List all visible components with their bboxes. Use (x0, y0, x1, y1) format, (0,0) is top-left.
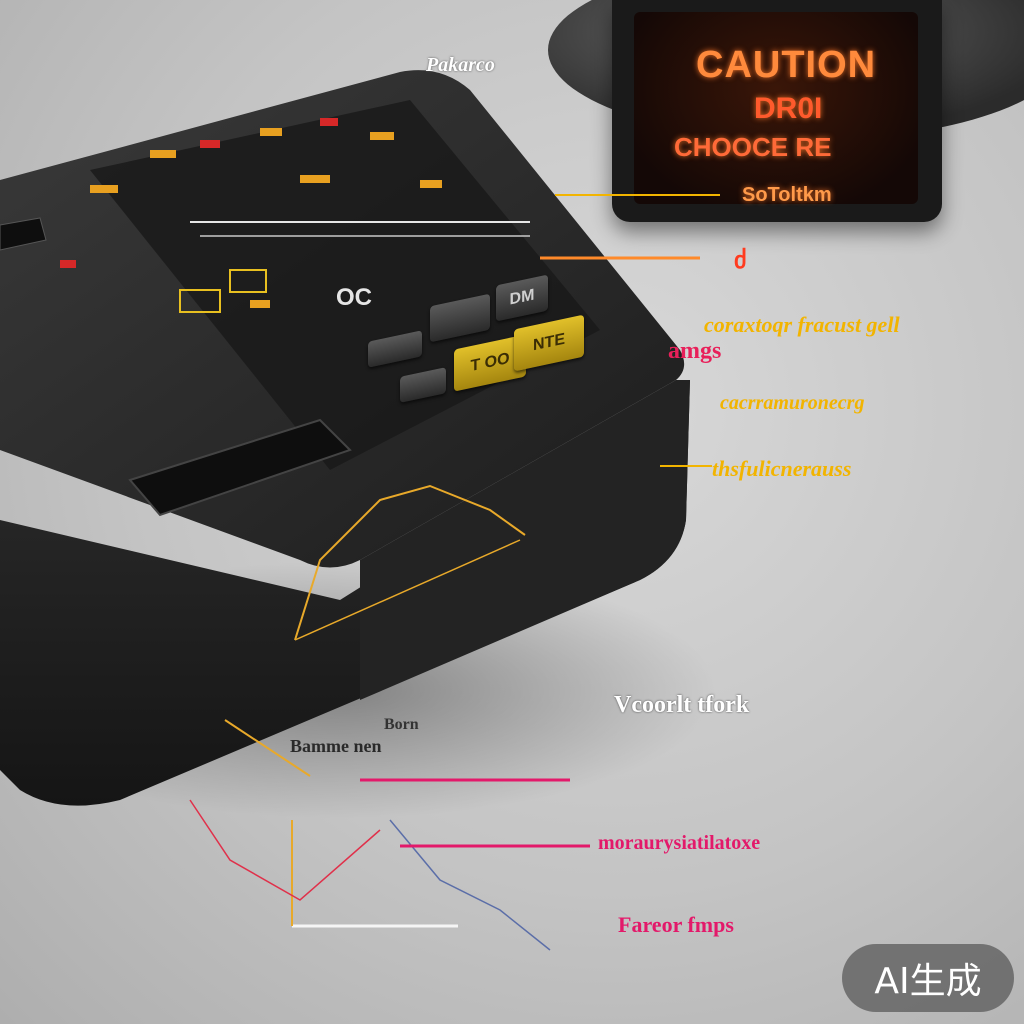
panel-leds (60, 118, 442, 313)
annotation-pink-1: moraurysiatilatoxe (598, 832, 761, 854)
annotation-pink-2: Fareor fmps (618, 912, 734, 937)
annotation-orange-mark: ძ (734, 248, 747, 274)
lower-display (128, 418, 352, 517)
annotation-yellow-1: coraxtoqr fracust gell (704, 312, 900, 337)
annotation-born: Born (384, 716, 419, 733)
annotation-yellow-2: cacrramuronecrg (720, 392, 865, 414)
left-display (0, 217, 47, 251)
monitor-line-3: CHOOCE RE (674, 132, 832, 162)
annotation-line-yellow-bottom (294, 539, 521, 641)
annotation-amgs: amgs (668, 338, 722, 364)
annotation-curve-yellow (294, 484, 526, 641)
annotation-bamm: Bamme nen (290, 736, 382, 756)
monitor-footer: SoToltkm (742, 184, 832, 206)
monitor-line-2: DR0I (754, 92, 823, 125)
annotation-line-leader (224, 719, 311, 777)
annotation-white: Vcoorlt tfork (614, 692, 750, 718)
annotation-curve-red (189, 799, 381, 901)
annotation-yellow-3: thsfulicnerauss (712, 456, 852, 481)
device-side-face (360, 380, 690, 700)
annotation-top: Pakarco (426, 54, 495, 76)
annotation-curve-blue (389, 819, 551, 951)
monitor-screen: CAUTION DR0I CHOOCE RE SoToltkm (634, 12, 918, 206)
device-front-face (0, 380, 690, 806)
device-label-oc: OC (336, 284, 372, 311)
ai-generated-watermark: AI生成 (842, 944, 1014, 1012)
monitor-title: CAUTION (696, 44, 877, 86)
caution-monitor: CAUTION DR0I CHOOCE RE SoToltkm (612, 0, 942, 222)
